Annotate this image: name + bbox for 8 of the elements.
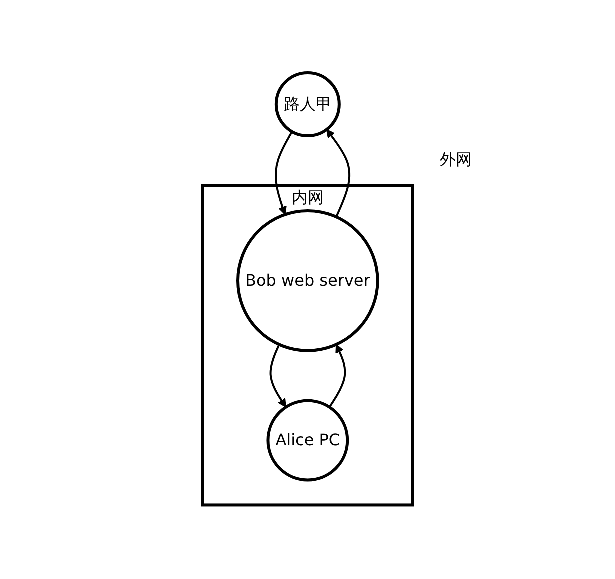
- node-circle: 路人甲: [274, 72, 340, 138]
- arrow: [326, 130, 350, 218]
- arrow: [269, 344, 286, 408]
- region-label: 外网: [440, 150, 472, 171]
- node-circle: Bob web server: [236, 210, 379, 353]
- arrow: [328, 344, 346, 408]
- node-circle: Alice PC: [266, 400, 349, 482]
- arrow: [274, 132, 293, 216]
